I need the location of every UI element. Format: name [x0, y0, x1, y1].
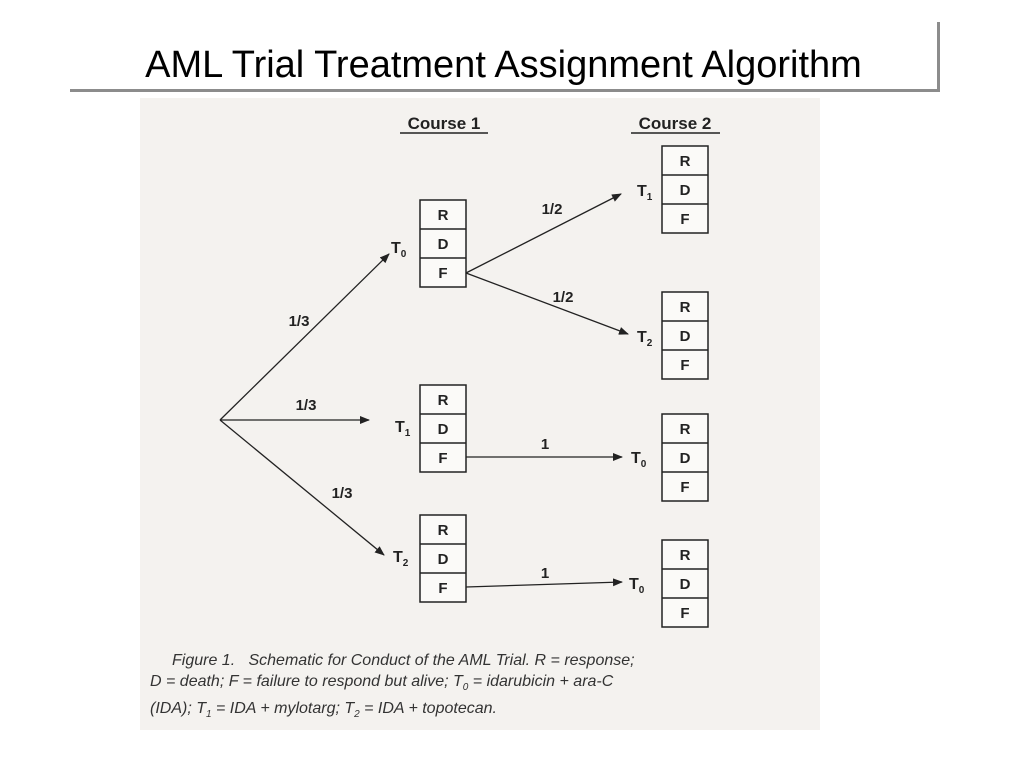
- treatment-label-c2-b: T2: [637, 329, 653, 349]
- slide-title: AML Trial Treatment Assignment Algorithm: [145, 44, 862, 86]
- treatment-label-c2-a: T1: [637, 183, 653, 203]
- course1-header: Course 1: [408, 114, 481, 133]
- box-letter-d: D: [438, 551, 449, 568]
- treatment-label-c1-mid: T1: [395, 419, 411, 439]
- arrow-root-to-t0: [219, 253, 390, 421]
- caption-text: Schematic for Conduct of the AML Trial. …: [248, 652, 635, 669]
- prob-t0-to-t1: 1/2: [542, 201, 563, 218]
- course2-header: Course 2: [639, 114, 712, 133]
- arrow-t0-to-t2: [465, 272, 629, 335]
- box-letter-d: D: [680, 576, 691, 593]
- box-c1-bot: R D F: [419, 514, 467, 603]
- prob-root-top: 1/3: [289, 313, 310, 330]
- box-letter-d: D: [680, 450, 691, 467]
- box-letter-f: F: [680, 357, 689, 374]
- box-letter-f: F: [438, 580, 447, 597]
- box-letter-f: F: [680, 211, 689, 228]
- box-c2-c: R D F: [661, 413, 709, 502]
- box-letter-f: F: [680, 605, 689, 622]
- prob-t0-to-t2: 1/2: [553, 289, 574, 306]
- treatment-label-c1-bot: T2: [393, 549, 409, 569]
- box-letter-f: F: [680, 479, 689, 496]
- caption-line-3: (IDA); T1 = IDA + mylotarg; T2 = IDA + t…: [150, 700, 497, 721]
- box-letter-d: D: [438, 421, 449, 438]
- treatment-label-c2-d: T0: [629, 576, 645, 596]
- box-letter-d: D: [680, 182, 691, 199]
- box-letter-r: R: [680, 421, 691, 438]
- box-letter-f: F: [438, 450, 447, 467]
- box-letter-r: R: [438, 207, 449, 224]
- box-letter-r: R: [438, 522, 449, 539]
- arrow-t0-to-t1: [465, 193, 622, 274]
- box-c2-d: R D F: [661, 539, 709, 628]
- caption-line-2: D = death; F = failure to respond but al…: [150, 673, 614, 694]
- prob-t2-to-t0: 1: [541, 565, 549, 582]
- box-c1-top: R D F: [419, 199, 467, 288]
- caption-figure-number: Figure 1.: [172, 652, 236, 669]
- prob-root-bot: 1/3: [332, 485, 353, 502]
- box-letter-d: D: [438, 236, 449, 253]
- prob-t1-to-t0: 1: [541, 436, 549, 453]
- box-letter-r: R: [680, 299, 691, 316]
- treatment-label-c1-top: T0: [391, 240, 407, 260]
- box-c1-mid: R D F: [419, 384, 467, 473]
- box-c2-a: R D F: [661, 145, 709, 234]
- caption-line-1: Figure 1. Schematic for Conduct of the A…: [150, 650, 810, 671]
- box-letter-r: R: [438, 392, 449, 409]
- box-letter-r: R: [680, 547, 691, 564]
- box-letter-f: F: [438, 265, 447, 282]
- box-letter-r: R: [680, 153, 691, 170]
- treatment-label-c2-c: T0: [631, 450, 647, 470]
- arrow-root-to-t2: [219, 419, 385, 556]
- slide-title-frame: AML Trial Treatment Assignment Algorithm: [70, 22, 940, 92]
- figure-caption: Figure 1. Schematic for Conduct of the A…: [150, 650, 810, 725]
- arrow-t2-to-t0: [465, 578, 623, 588]
- box-letter-d: D: [680, 328, 691, 345]
- box-c2-b: R D F: [661, 291, 709, 380]
- prob-root-mid: 1/3: [296, 397, 317, 414]
